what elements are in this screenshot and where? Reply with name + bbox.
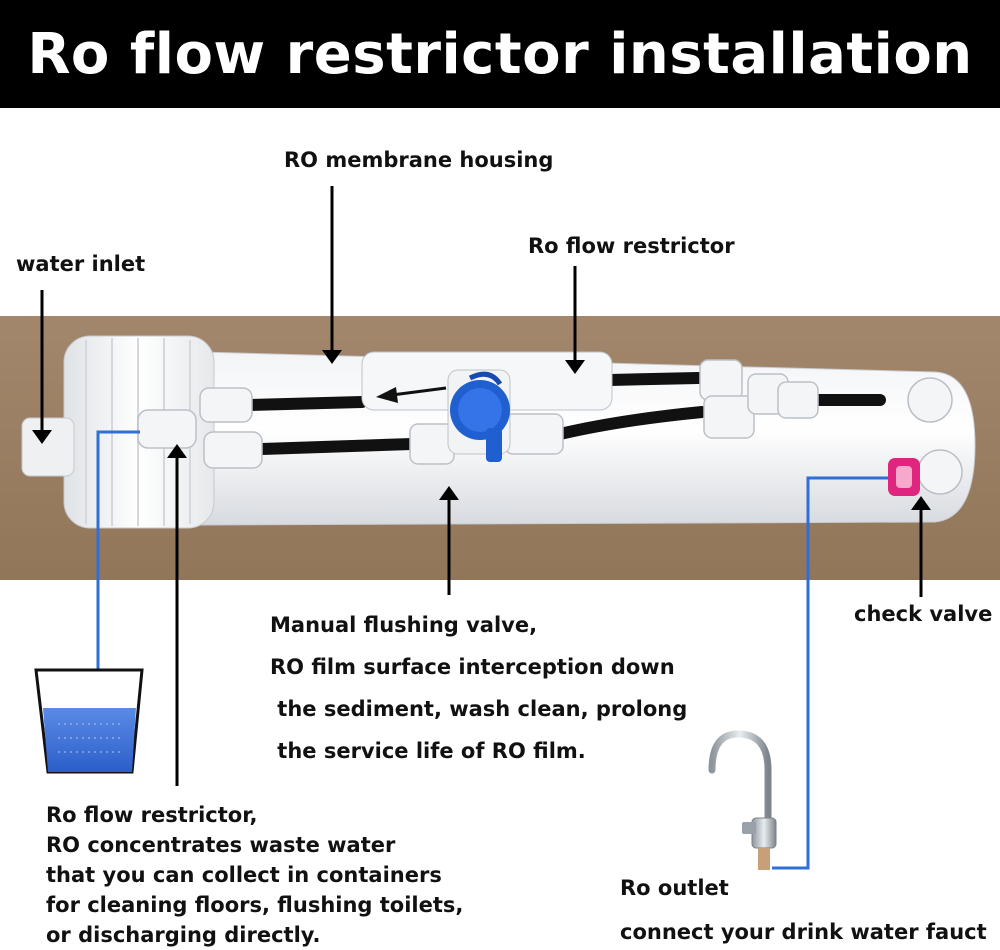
water-cup-icon [34, 668, 144, 774]
flushing-valve-line: Manual flushing valve, [270, 613, 538, 637]
waste-note-line: Ro flow restrictor, [46, 803, 258, 827]
arrow-left-icon [376, 386, 447, 403]
label-outlet-connect: connect your drink water fauct [620, 920, 987, 944]
label-flow-restrictor: Ro flow restrictor [528, 234, 735, 258]
blue-routing-lines [96, 430, 888, 870]
flushing-valve-knob [447, 369, 511, 462]
waste-note-line: RO concentrates waste water [46, 833, 396, 857]
label-water-inlet: water inlet [16, 252, 146, 276]
page-title: Ro flow restrictor installation [0, 0, 1000, 108]
flushing-valve-line: the sediment, wash clean, prolong [270, 697, 688, 721]
waste-note-line: or discharging directly. [46, 923, 321, 947]
label-check-valve: check valve [854, 602, 993, 626]
pointer-lines [32, 186, 931, 786]
label-membrane-housing: RO membrane housing [284, 148, 554, 172]
tubing [244, 372, 886, 455]
waste-note-line: that you can collect in containers [46, 863, 442, 887]
waste-note-line: for cleaning floors, flushing toilets, [46, 893, 464, 917]
waste-water-description: Ro flow restrictor, RO concentrates wast… [46, 800, 463, 950]
check-valve [888, 458, 920, 496]
flushing-valve-description: Manual flushing valve, RO film surface i… [270, 604, 687, 772]
flushing-valve-line: RO film surface interception down [270, 655, 675, 679]
flushing-valve-line: the service life of RO film. [270, 739, 586, 763]
faucet-icon [708, 730, 777, 870]
label-ro-outlet: Ro outlet [620, 876, 729, 900]
